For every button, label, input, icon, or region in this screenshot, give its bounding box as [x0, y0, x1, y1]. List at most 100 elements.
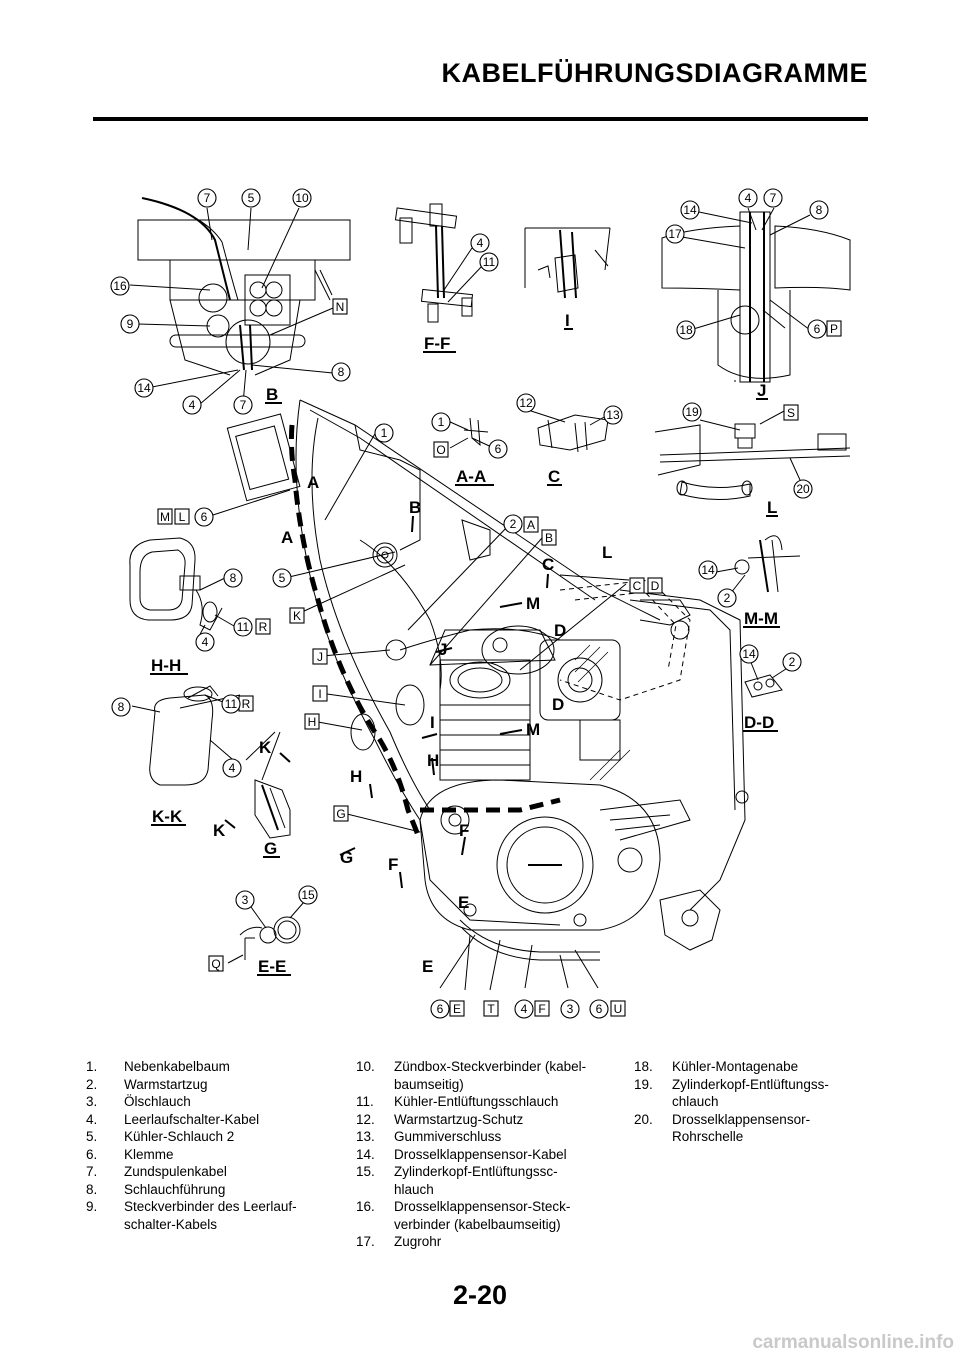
legend-item: 20.Drosselklappensensor- Rohrschelle — [634, 1111, 811, 1145]
callout-6-bottom-e: 6 — [430, 999, 450, 1019]
box-label-j: J — [312, 648, 328, 665]
callout-1-aa: 1 — [431, 412, 451, 432]
callout-2-main: 2 — [503, 514, 523, 534]
callout-15-ee: 15 — [298, 885, 318, 905]
detail-hh-drawing — [129, 537, 223, 631]
section-label-dd: D-D — [744, 713, 774, 732]
callout-18-j: 18 — [676, 320, 696, 340]
svg-text:11: 11 — [483, 255, 496, 269]
svg-text:E: E — [453, 1002, 461, 1016]
svg-text:11: 11 — [225, 697, 238, 711]
svg-text:P: P — [830, 322, 838, 336]
arrow-label-d2: D — [552, 695, 564, 714]
callout-8-hh: 8 — [223, 568, 243, 588]
arrow-label-f1: F — [459, 821, 469, 840]
legend-item: 19.Zylinderkopf-Entlüftungss- chlauch — [634, 1076, 829, 1110]
section-label-g: G — [264, 839, 277, 858]
svg-text:6: 6 — [437, 1002, 444, 1016]
svg-text:10: 10 — [295, 191, 309, 205]
callout-14-mm: 14 — [698, 560, 718, 580]
svg-text:14: 14 — [137, 381, 151, 395]
svg-text:15: 15 — [301, 888, 315, 902]
svg-text:G: G — [336, 807, 345, 821]
callout-11-kk: 11 — [221, 694, 241, 714]
box-label-g: G — [333, 805, 349, 822]
svg-text:14: 14 — [701, 563, 715, 577]
legend-item: 17.Zugrohr — [356, 1234, 442, 1249]
arrow-label-h2: H — [350, 767, 362, 786]
svg-text:14: 14 — [742, 647, 756, 661]
section-label-b: B — [266, 385, 278, 404]
box-label-m: M — [157, 508, 173, 525]
box-label-b: B — [541, 529, 557, 546]
callout-8-j: 8 — [809, 200, 829, 220]
svg-text:1: 1 — [438, 415, 445, 429]
callout-9-b: 9 — [120, 314, 140, 334]
detail-dd-drawing — [744, 674, 783, 698]
svg-text:16: 16 — [113, 279, 127, 293]
svg-text:8: 8 — [338, 365, 345, 379]
legend-item: 9.Steckverbinder des Leerlauf- schalter-… — [86, 1199, 297, 1232]
svg-text:6: 6 — [201, 510, 208, 524]
arrow-label-h1: H — [427, 751, 439, 770]
title-rule — [93, 117, 868, 121]
callout-17-j: 17 — [665, 224, 685, 244]
svg-text:6: 6 — [814, 322, 821, 336]
box-label-k: K — [289, 607, 305, 624]
detail-ff-drawing — [394, 203, 474, 323]
detail-g-drawing — [245, 731, 291, 839]
detail-ee-drawing — [239, 916, 301, 960]
svg-text:B: B — [545, 531, 553, 545]
box-label-e: E — [449, 1000, 465, 1017]
main-frame-drawing — [226, 399, 749, 961]
legend-item: 7.Zundspulenkabel — [86, 1164, 227, 1179]
callout-4-bottom: 4 — [514, 999, 534, 1019]
svg-text:4: 4 — [229, 761, 236, 775]
legend-item: 2.Warmstartzug — [86, 1076, 208, 1092]
section-label-hh: H-H — [151, 656, 181, 675]
svg-text:M: M — [160, 510, 170, 524]
callout-3-bottom: 3 — [560, 999, 580, 1019]
box-label-c: C — [629, 577, 645, 594]
svg-text:13: 13 — [606, 408, 620, 422]
svg-text:4: 4 — [745, 191, 752, 205]
legend-item: 18.Kühler-Montagenabe — [634, 1059, 799, 1074]
box-label-o: O — [433, 441, 449, 458]
svg-text:4: 4 — [477, 236, 484, 250]
box-label-h: H — [304, 713, 320, 730]
box-label-f: F — [534, 1000, 550, 1017]
svg-text:N: N — [336, 300, 345, 314]
svg-text:I: I — [318, 687, 321, 701]
svg-text:3: 3 — [242, 893, 249, 907]
legend-item: 3.Ölschlauch — [86, 1094, 191, 1109]
callout-3-ee: 3 — [235, 890, 255, 910]
svg-text:2: 2 — [789, 655, 796, 669]
wiring-diagram: B F-F I J A-A C L M-M D-D H-H K-K G E-E … — [110, 188, 851, 1019]
legend-item: 10.Zündbox-Steckverbinder (kabel- baumse… — [356, 1059, 587, 1092]
svg-text:7: 7 — [240, 398, 247, 412]
svg-text:5: 5 — [248, 191, 255, 205]
callout-19-l: 19 — [682, 402, 702, 422]
box-label-s: S — [783, 404, 799, 421]
callout-7-j: 7 — [763, 188, 783, 208]
page-number: 2-20 — [452, 1280, 508, 1310]
legend-item: 8.Schlauchführung — [86, 1181, 226, 1197]
callout-4-b: 4 — [182, 395, 202, 415]
arrow-label-d1: D — [554, 621, 566, 640]
box-label-r2: R — [238, 695, 254, 712]
callout-6-bottom-u: 6 — [589, 999, 609, 1019]
legend-item: 11.Kühler-Entlüftungsschlauch — [356, 1094, 559, 1109]
svg-text:3: 3 — [567, 1002, 574, 1016]
detail-j-drawing — [661, 211, 851, 383]
svg-text:19: 19 — [685, 405, 699, 419]
box-label-u: U — [610, 1000, 626, 1017]
callout-5-main: 5 — [272, 568, 292, 588]
section-label-ee: E-E — [258, 957, 286, 976]
arrow-label-b: B — [409, 498, 421, 517]
arrow-label-g: G — [340, 848, 353, 867]
svg-text:Q: Q — [211, 957, 220, 971]
arrow-label-i: I — [430, 713, 435, 732]
legend-item: 6.Klemme — [86, 1146, 174, 1162]
svg-text:L: L — [179, 510, 186, 524]
callout-10-b: 10 — [292, 188, 312, 208]
